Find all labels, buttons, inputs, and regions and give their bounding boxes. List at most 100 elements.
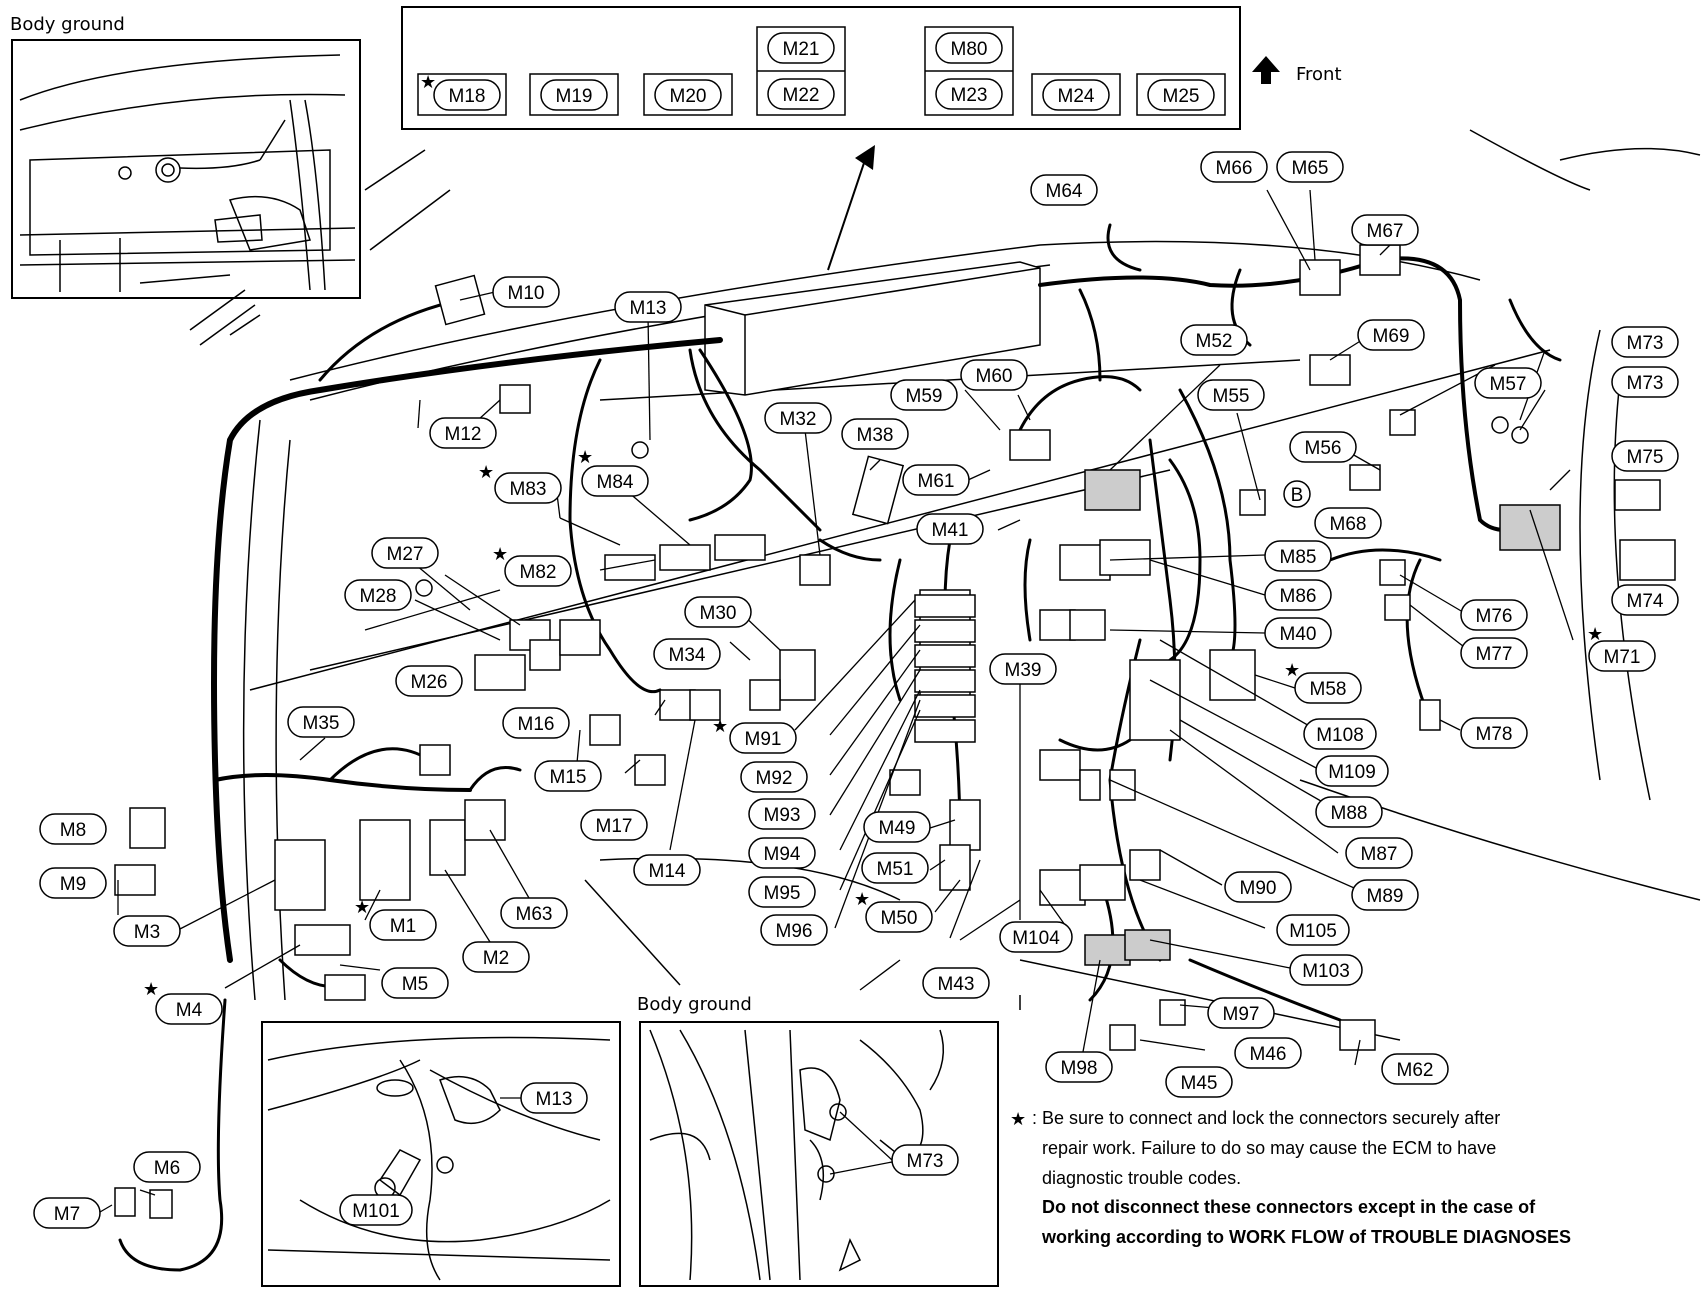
label-m67: M67 (1351, 214, 1419, 246)
svg-text:M95: M95 (764, 883, 801, 904)
svg-text:M2: M2 (483, 948, 509, 969)
inset-label-m102: M101 (339, 1194, 413, 1226)
svg-text:M24: M24 (1058, 86, 1095, 107)
svg-text:M19: M19 (556, 86, 593, 107)
svg-text:★: ★ (712, 716, 728, 737)
svg-text:M22: M22 (783, 85, 820, 106)
fuse-label-m21: M21 (767, 32, 835, 64)
label-m62: M62 (1381, 1053, 1449, 1085)
svg-text:M55: M55 (1213, 386, 1250, 407)
inset-body-ground-top: Body ground (10, 14, 361, 299)
svg-text:★: ★ (354, 897, 370, 918)
svg-text:M40: M40 (1280, 624, 1317, 645)
fuse-label-m25: M25 (1147, 79, 1215, 111)
front-label: Front (1296, 64, 1342, 85)
svg-text:M90: M90 (1240, 878, 1277, 899)
svg-text:B: B (1291, 485, 1304, 506)
svg-text:★: ★ (492, 544, 508, 565)
svg-text:M86: M86 (1280, 586, 1317, 607)
svg-text:M94: M94 (764, 844, 801, 865)
label-m28: M28 (344, 579, 412, 611)
svg-text:M77: M77 (1476, 644, 1513, 665)
svg-text:M3: M3 (134, 922, 160, 943)
svg-text:M64: M64 (1046, 181, 1083, 202)
leader-lines (99, 189, 1574, 1213)
svg-text:M59: M59 (906, 386, 943, 407)
svg-text:M20: M20 (670, 86, 707, 107)
svg-text:★: ★ (854, 889, 870, 910)
label-m12: M12 (429, 417, 497, 449)
svg-text:M68: M68 (1330, 514, 1367, 535)
label-m82: M82 (504, 555, 572, 587)
label-m6: M6 (133, 1151, 201, 1183)
svg-text:M50: M50 (881, 908, 918, 929)
label-m40: M40 (1264, 617, 1332, 649)
label-m2: M2 (462, 941, 530, 973)
svg-text:M73: M73 (1627, 373, 1664, 394)
label-m88: M88 (1315, 796, 1383, 828)
label-m17: M17 (580, 809, 648, 841)
fuse-label-m19: M19 (540, 79, 608, 111)
svg-text:M27: M27 (387, 544, 424, 565)
label-m61: M61 (902, 464, 970, 496)
svg-text:M85: M85 (1280, 547, 1317, 568)
label-m105: M105 (1276, 914, 1350, 946)
label-m1: M1 (369, 909, 437, 941)
svg-text:M35: M35 (303, 713, 340, 734)
svg-text:M49: M49 (879, 818, 916, 839)
svg-text:M56: M56 (1305, 438, 1342, 459)
label-m89: M89 (1351, 879, 1419, 911)
note-bold-2: working according to WORK FLOW of TROUBL… (1041, 1227, 1571, 1247)
svg-text:M103: M103 (1302, 961, 1350, 982)
svg-text:M57: M57 (1490, 374, 1527, 395)
svg-text:M78: M78 (1476, 724, 1513, 745)
label-m45: M45 (1165, 1066, 1233, 1098)
label-m15: M15 (534, 760, 602, 792)
label-m91: M91 (729, 722, 797, 754)
svg-text:M80: M80 (951, 39, 988, 60)
label-m4: M4 (155, 993, 223, 1025)
label-m3: M3 (113, 915, 181, 947)
fuse-m18-star: ★ (420, 72, 436, 93)
svg-text:M58: M58 (1310, 679, 1347, 700)
label-m92: M92 (740, 761, 808, 793)
svg-text:M16: M16 (518, 714, 555, 735)
svg-text:M28: M28 (360, 586, 397, 607)
label-m58: M58 (1294, 672, 1362, 704)
label-m95: M95 (748, 876, 816, 908)
fuse-label-m24: M24 (1042, 79, 1110, 111)
label-m57: M57 (1474, 367, 1542, 399)
svg-text:M60: M60 (976, 366, 1013, 387)
label-m52: M52 (1180, 324, 1248, 356)
label-m9: M9 (39, 867, 107, 899)
label-m49: M49 (863, 811, 931, 843)
label-m94: M94 (748, 837, 816, 869)
svg-text:M45: M45 (1181, 1073, 1218, 1094)
svg-text:M61: M61 (918, 471, 955, 492)
label-m65: M65 (1276, 151, 1344, 183)
svg-text:M21: M21 (783, 39, 820, 60)
svg-text:M1: M1 (390, 916, 416, 937)
inset-bottom-title: Body ground (637, 994, 752, 1015)
svg-text:M74: M74 (1627, 591, 1664, 612)
svg-text:M67: M67 (1367, 221, 1404, 242)
fuse-box-body (704, 261, 1041, 396)
label-m97: M97 (1207, 997, 1275, 1029)
marker-b: B (1283, 480, 1311, 508)
svg-text:M26: M26 (411, 672, 448, 693)
label-m63: M63 (500, 897, 568, 929)
inset-top-title: Body ground (10, 14, 125, 35)
svg-text:M89: M89 (1367, 886, 1404, 907)
label-m109: M109 (1315, 755, 1389, 787)
fuse-label-m23: M23 (935, 78, 1003, 110)
inset-m101-m102: M13 M101 (261, 1021, 621, 1287)
svg-text:M17: M17 (596, 816, 633, 837)
svg-text:M87: M87 (1361, 844, 1398, 865)
svg-text:M13: M13 (630, 298, 667, 319)
svg-text:M105: M105 (1289, 921, 1337, 942)
svg-text:M73: M73 (907, 1151, 944, 1172)
svg-text:M108: M108 (1316, 725, 1364, 746)
label-m73-b: M73 (1611, 366, 1679, 398)
label-m64: M64 (1030, 174, 1098, 206)
